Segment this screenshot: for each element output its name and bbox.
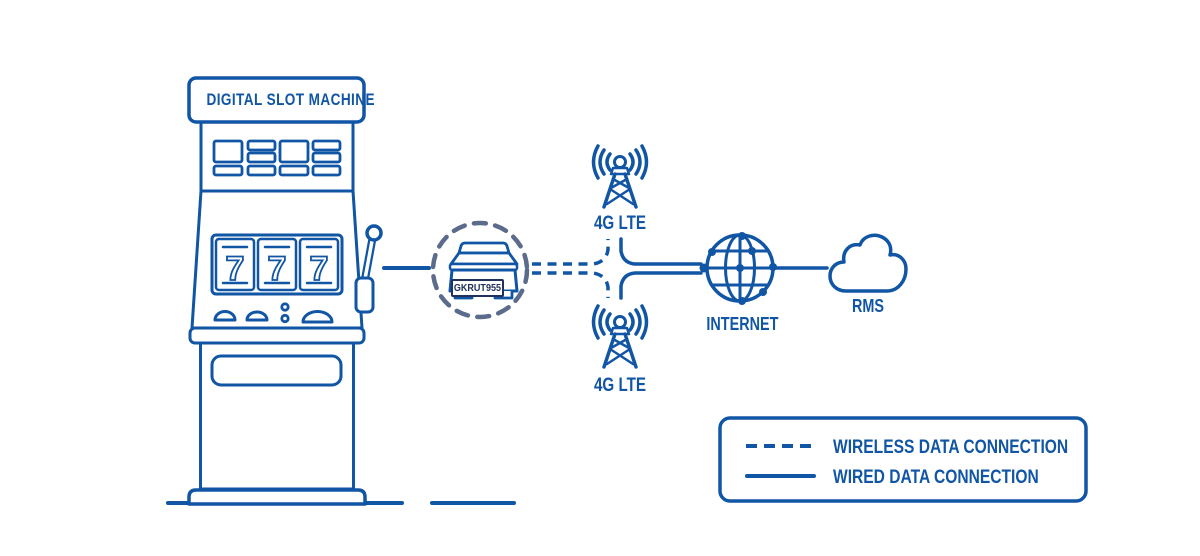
tower-top-icon (591, 144, 649, 209)
reel-digit-1: 7 (226, 250, 245, 288)
machine-sign (187, 76, 366, 124)
legend-box (718, 416, 1088, 503)
lever-icon (354, 224, 383, 314)
machine-tray (210, 354, 343, 387)
tower-bottom-icon (591, 304, 649, 369)
slot-machine-title: DIGITAL SLOT MACHINE (206, 90, 375, 109)
legend-wired-label: WIRED DATA CONNECTION (833, 467, 1039, 488)
legend-wireless-label: WIRELESS DATA CONNECTION (833, 437, 1069, 458)
tower-bottom-label: 4G LTE (593, 375, 647, 396)
wireless-line-router-junction (532, 239, 610, 298)
machine-buttons (213, 302, 334, 324)
router-label-box: GKRUT955 (451, 279, 504, 297)
reel-digit-2: 7 (268, 250, 287, 288)
machine-base (187, 488, 367, 506)
slot-machine-icon: 7 7 7 (187, 76, 383, 506)
cloud-icon (828, 233, 908, 293)
machine-band (188, 326, 366, 345)
display-grid (212, 139, 342, 177)
reel-window: 7 7 7 (210, 233, 344, 296)
router-dashed-circle (430, 220, 530, 320)
tower-top-label: 4G LTE (593, 213, 647, 234)
internet-label: INTERNET (706, 314, 779, 334)
reel-digit-3: 7 (310, 250, 329, 288)
rms-label: RMS (852, 296, 884, 316)
machine-top-cabinet (199, 119, 355, 193)
router-model-label: GKRUT955 (453, 282, 502, 294)
wired-line-junction-internet (619, 237, 703, 300)
globe-icon (699, 232, 777, 305)
